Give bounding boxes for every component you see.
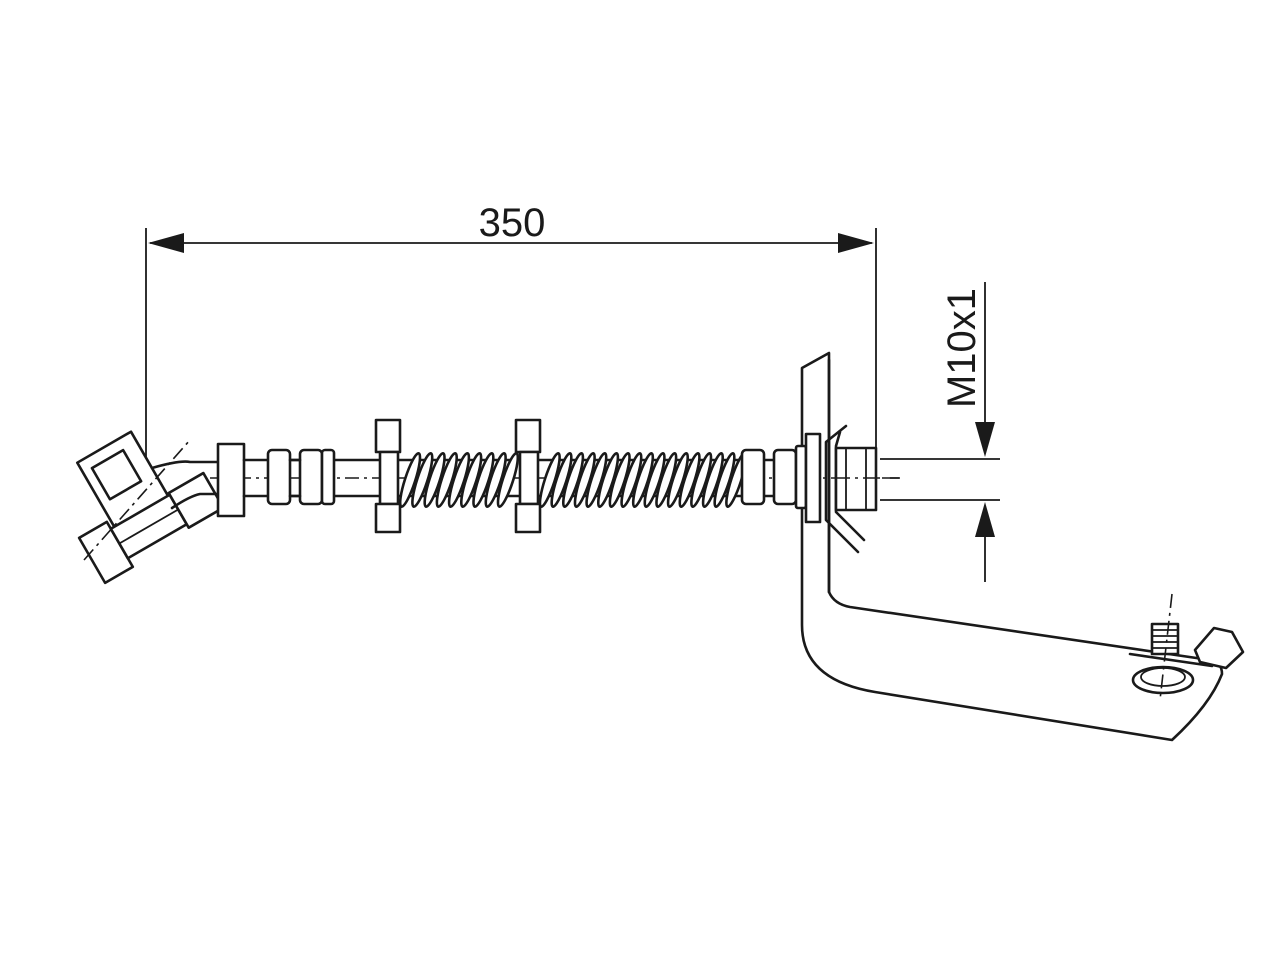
spring-coil — [423, 452, 446, 508]
spring-coil — [538, 452, 561, 508]
bent-tube-bottom — [170, 492, 220, 510]
length-dimension: 350 — [145, 201, 877, 470]
mounting-bracket — [800, 351, 1245, 742]
thread-dimension: M10x1 — [880, 282, 1000, 582]
thread-label: M10x1 — [940, 288, 984, 408]
left-crimp-collar — [216, 442, 246, 518]
length-label: 350 — [479, 201, 546, 245]
retaining-clip — [824, 424, 860, 554]
threaded-end-fitting — [804, 432, 900, 524]
spring-coil — [690, 452, 713, 508]
spring-coil — [608, 452, 631, 508]
hose-clamp-1 — [374, 418, 402, 534]
bent-tube-top — [150, 460, 220, 470]
spring-coil — [411, 452, 434, 508]
spring-coil — [643, 452, 666, 508]
spring-coil — [496, 452, 520, 508]
arrowhead-right — [838, 233, 874, 253]
spring-coil — [459, 452, 483, 508]
spring-coil — [561, 452, 585, 508]
spring-coil — [435, 452, 459, 508]
spring-coil — [398, 452, 422, 508]
spring-coil — [484, 452, 507, 508]
spring-coil — [447, 452, 471, 508]
ribbed-ferrule-right — [740, 444, 808, 510]
hose-clamp-2 — [514, 418, 542, 534]
bracket-stud — [1150, 593, 1180, 701]
spring-coil — [472, 452, 495, 508]
spring-coil — [585, 452, 608, 508]
thread-arrow-bottom — [975, 502, 995, 537]
spring-coil — [666, 452, 690, 508]
arrowhead-left — [148, 233, 184, 253]
spring-coil — [713, 452, 736, 508]
thread-arrow-top — [975, 422, 995, 457]
bracket-tab — [1193, 626, 1245, 670]
banjo-fitting — [75, 430, 225, 585]
ribbed-ferrule-left — [266, 448, 336, 506]
